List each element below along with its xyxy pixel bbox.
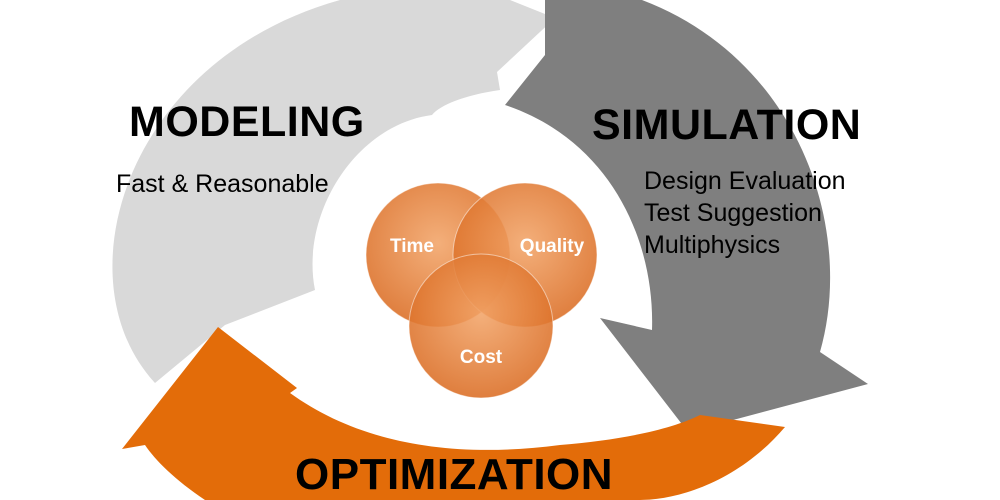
modeling-title: MODELING <box>129 98 365 146</box>
venn-label-quality: Quality <box>520 236 585 257</box>
modeling-item: Fast & Reasonable <box>116 170 329 198</box>
venn-circle-cost <box>408 253 554 399</box>
simulation-arrow <box>505 0 868 432</box>
simulation-item: Test Suggestion <box>644 199 822 227</box>
modeling-arrow <box>112 0 556 383</box>
modeling-description: Fast & Reasonable <box>116 168 329 200</box>
simulation-title: SIMULATION <box>592 101 862 149</box>
simulation-description: Design Evaluation Test Suggestion Multip… <box>644 165 846 261</box>
venn-label-time: Time <box>390 236 434 257</box>
venn-diagram: Time Quality Cost <box>365 182 598 399</box>
simulation-item: Multiphysics <box>644 231 781 259</box>
venn-label-cost: Cost <box>460 347 503 368</box>
optimization-arrow <box>122 327 785 500</box>
simulation-item: Design Evaluation <box>644 167 846 195</box>
optimization-title: OPTIMIZATION <box>295 450 614 499</box>
